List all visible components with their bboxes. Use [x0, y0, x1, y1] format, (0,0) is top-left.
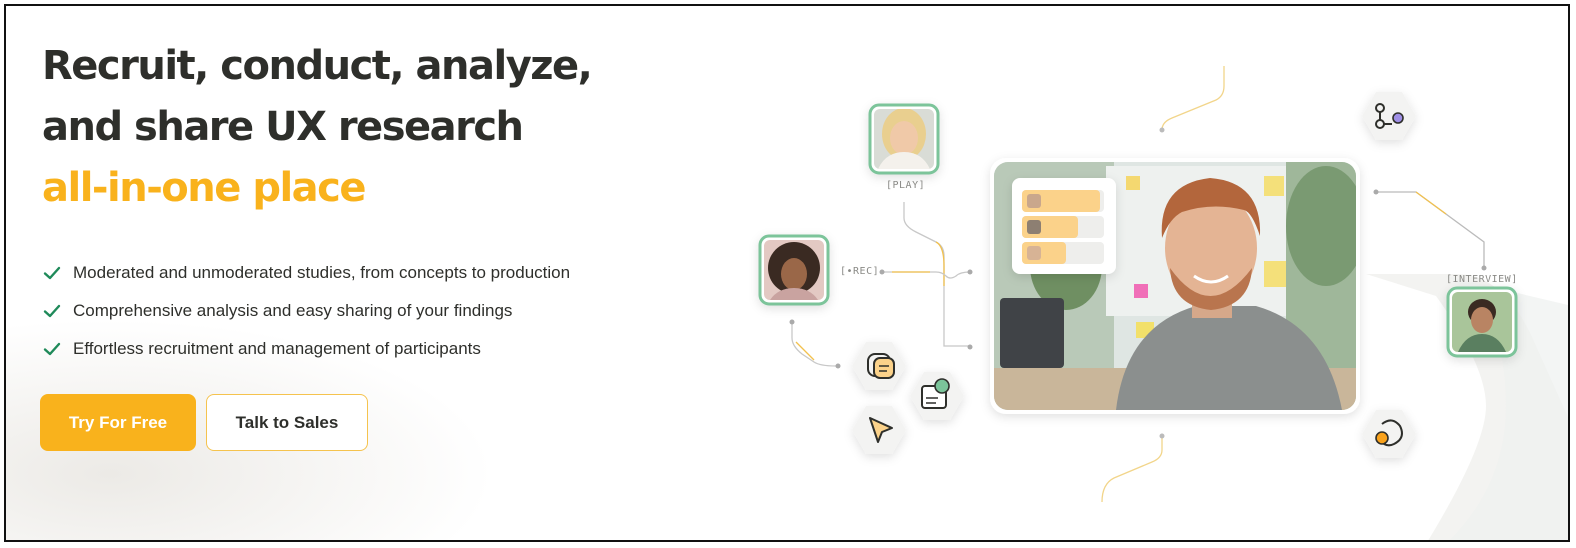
feature-text: Effortless recruitment and management of… — [73, 339, 481, 358]
feature-text: Comprehensive analysis and easy sharing … — [73, 301, 513, 320]
headline-line-1: Recruit, conduct, analyze, — [42, 43, 593, 89]
avatar-interview — [1446, 286, 1518, 358]
connector-lines — [789, 66, 1487, 503]
avatar-play — [868, 103, 940, 175]
hero-section: Recruit, conduct, analyze, and share UX … — [4, 4, 1570, 542]
talk-to-sales-button[interactable]: Talk to Sales — [206, 394, 368, 451]
feature-item: Comprehensive analysis and easy sharing … — [42, 292, 570, 330]
headline-line-2: and share UX research — [42, 104, 524, 150]
feature-item: Moderated and unmoderated studies, from … — [42, 254, 570, 292]
poll-bars — [1022, 190, 1104, 264]
feature-text: Moderated and unmoderated studies, from … — [73, 263, 571, 282]
check-icon — [43, 266, 61, 280]
play-tag: [PLAY] — [886, 180, 926, 191]
interview-tag: [INTERVIEW] — [1446, 274, 1518, 285]
headline-accent: all-in-one place — [42, 165, 367, 211]
rec-tag: [•REC] — [840, 266, 880, 277]
feature-list: Moderated and unmoderated studies, from … — [42, 254, 570, 368]
feature-item: Effortless recruitment and management of… — [42, 330, 570, 368]
collaborate-icon — [1362, 410, 1416, 458]
avatar-rec — [758, 234, 830, 306]
check-icon — [43, 304, 61, 318]
flow-icon — [1362, 92, 1416, 140]
try-for-free-button[interactable]: Try For Free — [40, 394, 196, 451]
hero-headline: Recruit, conduct, analyze, and share UX … — [42, 36, 593, 219]
check-icon — [43, 342, 61, 356]
hero-illustration — [758, 66, 1568, 540]
